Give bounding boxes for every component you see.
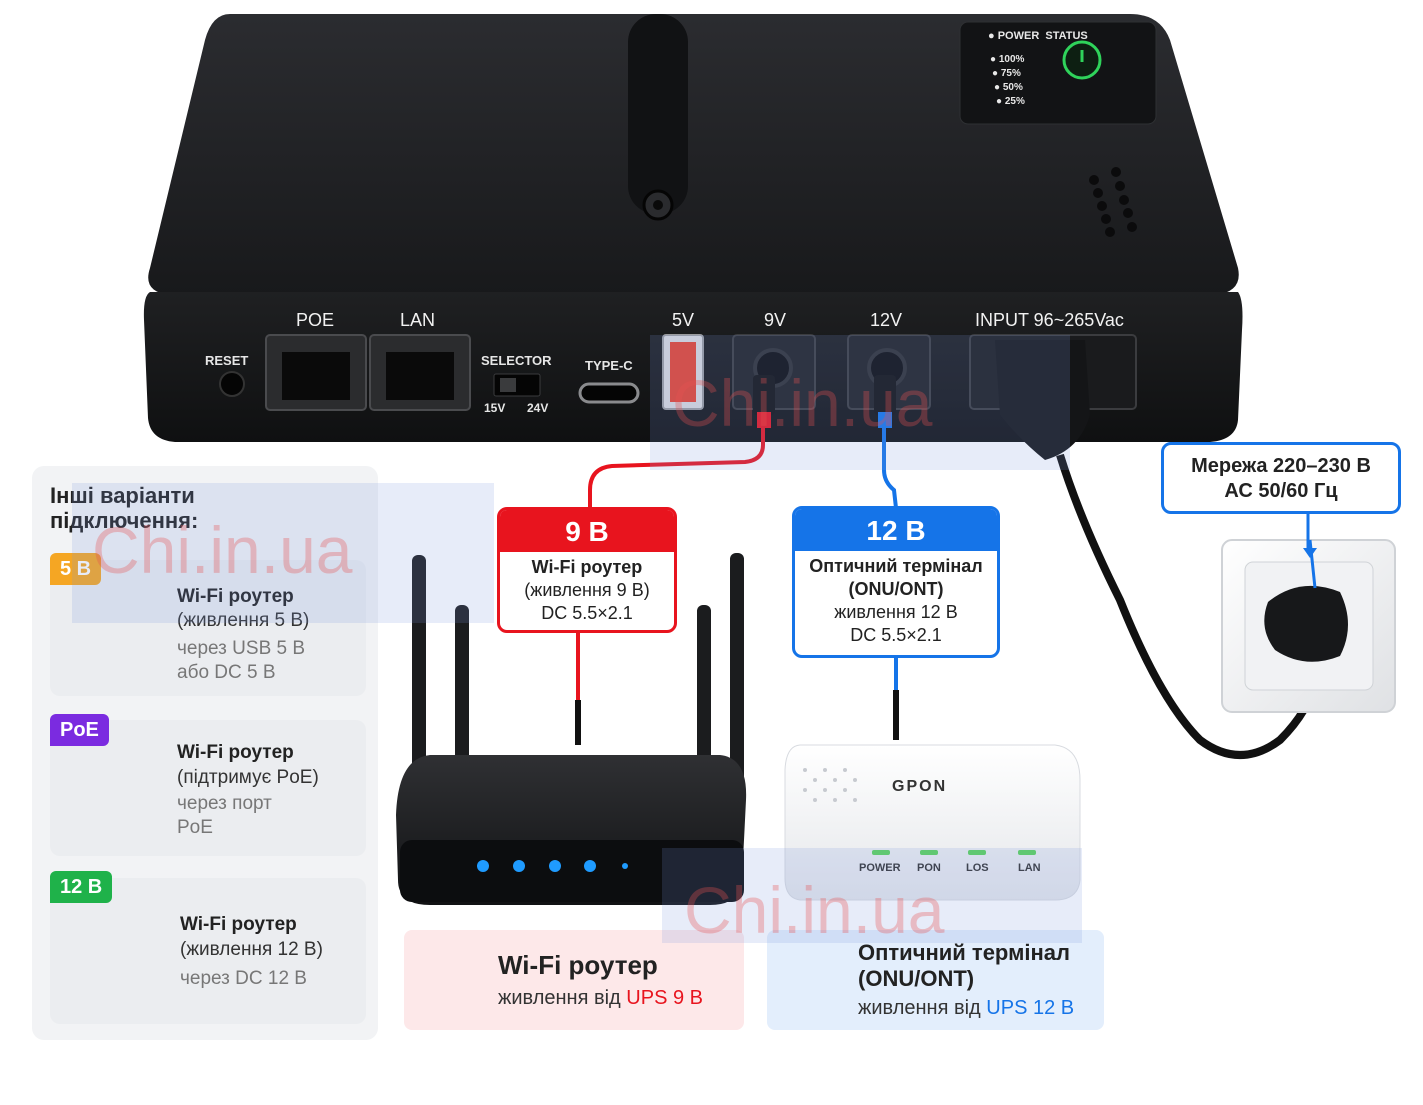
bottom-wifi-sub: живлення від UPS 9 В: [498, 987, 703, 1009]
option-12v-title: Wi-Fi роутер: [180, 914, 297, 935]
led-level-100: ● 100%: [990, 54, 1025, 65]
callout-9v-line2: (живлення 9 В): [524, 580, 650, 600]
bottom-onu-title: Оптичний термінал (ONU/ONT): [858, 940, 1070, 991]
option-12v-line2: (живлення 12 В): [180, 939, 323, 960]
badge-5v: 5 В: [50, 553, 102, 585]
gpon-body: [784, 744, 1081, 901]
callout-12v: 12 В Оптичний термінал (ONU/ONT) живленн…: [792, 506, 1000, 658]
input-label: INPUT 96~265Vac: [975, 310, 1124, 330]
led-level-75: ● 75%: [992, 68, 1021, 79]
gpon-label: GPON: [892, 778, 948, 795]
callout-12v-line1: Оптичний термінал: [809, 556, 983, 576]
selector-label: SELECTOR: [481, 353, 552, 368]
bottom-onu-accent: UPS 12 В: [986, 997, 1075, 1019]
callout-12v-line4: DC 5.5×2.1: [850, 625, 942, 645]
option-5v-title: Wi-Fi роутер: [177, 586, 294, 607]
badge-poe: PoE: [50, 714, 109, 746]
option-poe-line2: (підтримує PoE): [177, 767, 319, 788]
lan-label: LAN: [400, 310, 436, 330]
wall-plug: [1264, 585, 1348, 662]
gpon-led-los: LOS: [966, 862, 989, 874]
status-label: STATUS: [1045, 30, 1088, 42]
callout-9v-line1: Wi-Fi роутер: [531, 557, 643, 577]
mains-cable: [1056, 453, 1319, 759]
option-poe-gray1: через порт: [177, 793, 272, 814]
vent-holes: [1089, 167, 1137, 237]
bottom-wifi-box: [404, 930, 744, 1030]
option-5v-gray1: через USB 5 В: [177, 638, 306, 659]
router-leds: [477, 860, 628, 872]
reset-label: RESET: [205, 353, 249, 368]
selector-24v-label: 24V: [527, 401, 549, 415]
poe-label: POE: [296, 310, 335, 330]
12v-label: 12V: [870, 310, 903, 330]
5v-label: 5V: [672, 310, 695, 330]
other-options-title: Інші варіанти підключення:: [50, 483, 199, 533]
option-card-5v: [50, 560, 366, 696]
callout-9v: 9 В Wi-Fi роутер (живлення 9 В) DC 5.5×2…: [497, 507, 677, 633]
option-12v-gray1: через DC 12 В: [180, 968, 307, 989]
callout-mains-line1: Мережа 220–230 В: [1191, 455, 1371, 477]
power-label: POWER: [997, 30, 1040, 42]
led-panel-power-status: ● POWER STATUS: [988, 30, 1088, 42]
led-level-25: ● 25%: [996, 96, 1025, 107]
watermark-box-2: [650, 335, 1070, 470]
watermark-3: Chi.in.ua: [684, 873, 945, 947]
badge-12v: 12 В: [50, 871, 113, 903]
bottom-wifi-title: Wi-Fi роутер: [498, 950, 658, 980]
typec-port: [578, 382, 640, 404]
callout-12v-line3: живлення 12 В: [834, 602, 958, 622]
callout-9v-head: 9 В: [500, 510, 674, 552]
option-poe-gray2: PoE: [177, 817, 213, 838]
callout-12v-line2: (ONU/ONT): [848, 579, 944, 599]
led-level-50: ● 50%: [994, 82, 1023, 93]
option-5v-line2: (живлення 5 В): [177, 610, 310, 631]
cable-9v: [588, 395, 765, 520]
router-antenna: [412, 555, 426, 785]
reset-hole: [219, 371, 245, 397]
selector-15v-label: 15V: [484, 401, 506, 415]
callout-mains-line2: АС 50/60 Гц: [1224, 480, 1338, 502]
watermark-box-3: [662, 848, 1082, 943]
callout-9v-line3: DC 5.5×2.1: [541, 603, 633, 623]
gpon-led-power: POWER: [859, 862, 901, 874]
9v-label: 9V: [764, 310, 787, 330]
bottom-onu-box: [767, 930, 1104, 1030]
typec-label: TYPE-C: [585, 358, 633, 373]
callout-12v-head: 12 В: [795, 509, 997, 551]
ups-handle-strip: [628, 14, 688, 214]
watermark-2: Chi.in.ua: [672, 366, 933, 440]
callout-mains: Мережа 220–230 В АС 50/60 Гц: [1161, 442, 1401, 514]
option-poe-title: Wi-Fi роутер: [177, 742, 294, 763]
option-5v-gray2: або DC 5 В: [177, 662, 276, 683]
watermark-1: Chi.in.ua: [92, 513, 353, 587]
gpon-led-lan: LAN: [1018, 862, 1041, 874]
gpon-leds: [872, 850, 1036, 855]
cable-12v: [882, 395, 898, 509]
led-panel: [959, 21, 1157, 125]
gpon-led-pon: PON: [917, 862, 941, 874]
bottom-onu-sub: живлення від UPS 12 В: [858, 997, 1075, 1019]
watermark-box-1: [72, 483, 494, 623]
bottom-wifi-accent: UPS 9 В: [626, 987, 703, 1009]
ac-plug: [995, 340, 1090, 460]
